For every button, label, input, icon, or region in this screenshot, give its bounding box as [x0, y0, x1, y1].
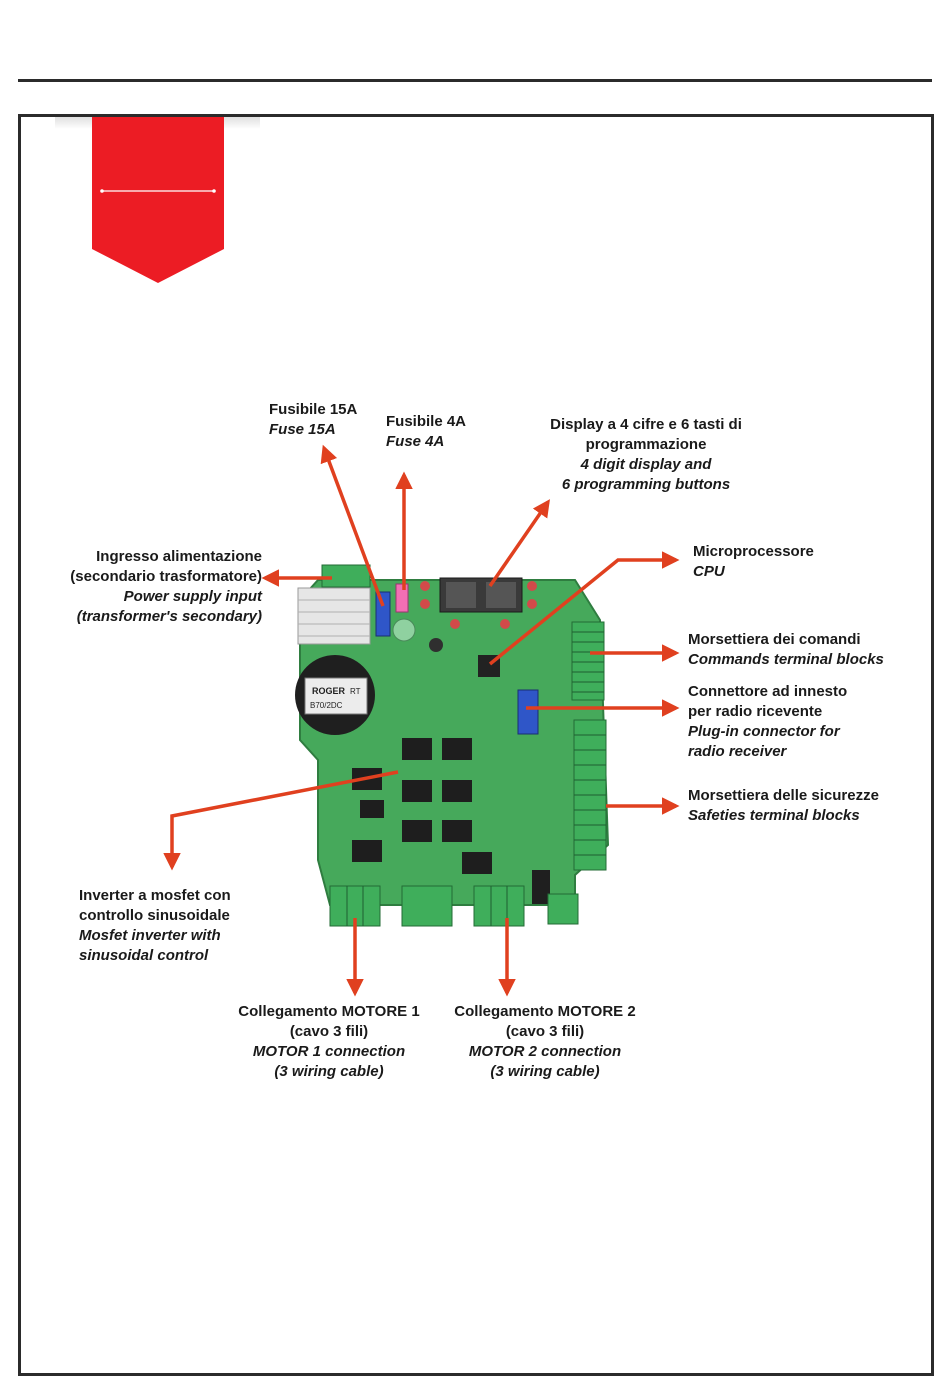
mosfet-array [352, 738, 492, 874]
callout-motor1-en1: MOTOR 1 connection [252, 1043, 406, 1060]
callout-fuse15-en: Fuse 15A [269, 421, 336, 438]
callout-fuse4-it: Fusibile 4A [386, 413, 467, 430]
relay [532, 870, 550, 904]
programming-buttons [420, 581, 537, 629]
callout-inverter-en1: Mosfet inverter with [79, 927, 221, 944]
motor2-terminal-block [473, 885, 525, 927]
callout-motor2-en2: (3 wiring cable) [490, 1063, 600, 1080]
commands-terminal-block [571, 621, 605, 701]
callout-commands-en: Commands terminal blocks [688, 651, 884, 668]
callout-commands-it: Morsettiera dei comandi [688, 631, 861, 648]
heatsink [297, 587, 371, 645]
callout-display-it1: Display a 4 cifre e 6 tasti di [550, 416, 742, 433]
large-capacitor: ROGER RT B70/2DC [295, 655, 375, 735]
arrow-icon [163, 444, 680, 997]
svg-text:B70/2DC: B70/2DC [310, 701, 343, 710]
callout-motor2-en1: MOTOR 2 connection [468, 1043, 622, 1060]
callout-safeties: Morsettiera delle sicurezze Safeties ter… [688, 786, 879, 826]
callout-motor2-it2: (cavo 3 fili) [505, 1023, 585, 1040]
display-4-digit [439, 577, 523, 613]
callout-commands: Morsettiera dei comandi Commands termina… [688, 630, 884, 670]
callout-fuse15-it: Fusibile 15A [269, 401, 358, 418]
arrow-display [488, 499, 550, 587]
callout-display-en1: 4 digit display and [580, 456, 712, 473]
callout-safeties-en: Safeties terminal blocks [688, 807, 860, 824]
motor-aux-terminal-block [401, 885, 453, 927]
ribbon-bookmark-icon [92, 117, 224, 283]
callout-fuse4: Fusibile 4A Fuse 4A [386, 412, 466, 452]
callout-inverter-it1: Inverter a mosfet con [79, 887, 231, 904]
callout-display: Display a 4 cifre e 6 tasti di programma… [528, 415, 764, 495]
callout-power: Ingresso alimentazione (secondario trasf… [30, 547, 262, 627]
callout-display-it2: programmazione [585, 436, 707, 453]
callout-inverter: Inverter a mosfet con controllo sinusoid… [79, 886, 231, 966]
callout-motor2: Collegamento MOTORE 2 (cavo 3 fili) MOTO… [438, 1002, 652, 1082]
page-frame [18, 114, 934, 1376]
callout-cpu-it: Microprocessore [693, 543, 814, 560]
callout-radio-it1: Connettore ad innesto [688, 683, 848, 700]
callout-inverter-en2: sinusoidal control [79, 947, 209, 964]
callout-power-en1: Power supply input [123, 588, 262, 605]
callout-motor1-it2: (cavo 3 fili) [289, 1023, 369, 1040]
capacitor-small [429, 638, 443, 652]
callout-radio-en1: Plug-in connector for [688, 723, 840, 740]
callout-motor2-it1: Collegamento MOTORE 2 [454, 1003, 636, 1020]
top-rule [18, 79, 932, 82]
callout-cpu-en: CPU [693, 563, 725, 580]
callout-safeties-it: Morsettiera delle sicurezze [688, 787, 879, 804]
callout-fuse15: Fusibile 15A Fuse 15A [269, 400, 357, 440]
arrow-cpu [488, 551, 680, 666]
power-input-terminal [321, 564, 371, 588]
fuse-4a [395, 583, 409, 613]
callout-radio: Connettore ad innesto per radio ricevent… [688, 682, 847, 762]
callout-power-it2: (secondario trasformatore) [70, 568, 262, 585]
callout-radio-en2: radio receiver [688, 743, 787, 760]
safeties-terminal-block [573, 719, 607, 871]
capacitor [392, 618, 416, 642]
pcb-board: ROGER RT B70/2DC [295, 564, 610, 927]
callout-radio-it2: per radio ricevente [688, 703, 823, 720]
callout-motor1: Collegamento MOTORE 1 (cavo 3 fili) MOTO… [222, 1002, 436, 1082]
callout-power-en2: (transformer's secondary) [76, 608, 262, 625]
callout-motor1-it1: Collegamento MOTORE 1 [238, 1003, 420, 1020]
callout-fuse4-en: Fuse 4A [386, 433, 445, 450]
arrow-fuse15 [320, 444, 385, 607]
aux-terminal-block [547, 893, 579, 925]
svg-text:RT: RT [350, 687, 361, 696]
callout-power-it1: Ingresso alimentazione [96, 548, 262, 565]
callout-motor1-en2: (3 wiring cable) [274, 1063, 384, 1080]
radio-connector [517, 689, 539, 735]
callout-display-en2: 6 programming buttons [561, 476, 731, 493]
callout-inverter-it2: controllo sinusoidale [79, 907, 230, 924]
svg-text:ROGER: ROGER [312, 686, 346, 696]
callout-cpu: Microprocessore CPU [693, 542, 814, 582]
fuse-15a [375, 591, 391, 637]
arrow-inverter [163, 770, 399, 871]
